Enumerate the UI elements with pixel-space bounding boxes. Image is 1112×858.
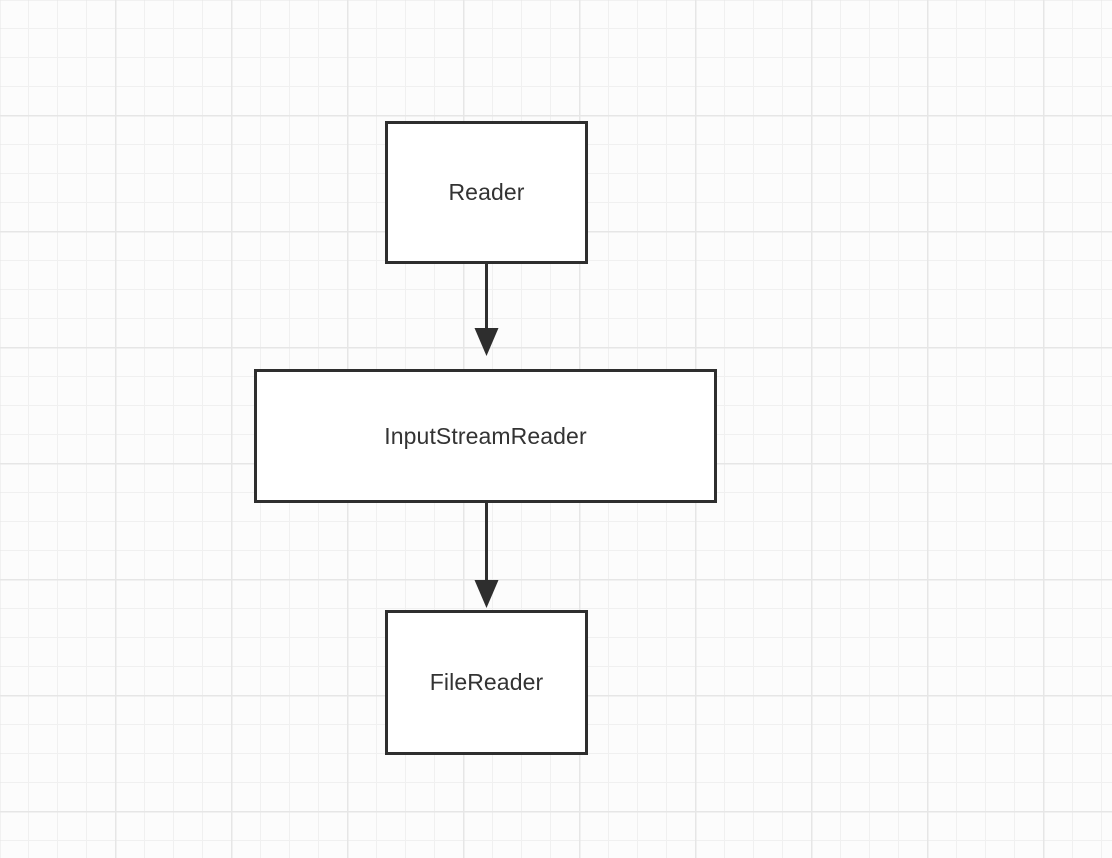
- edge-input-stream-reader-to-file-reader[interactable]: [474, 503, 499, 608]
- node-input-stream-reader-label: InputStreamReader: [384, 422, 587, 449]
- node-file-reader[interactable]: FileReader: [385, 610, 588, 755]
- arrowhead-icon: [474, 580, 499, 608]
- node-file-reader-label: FileReader: [429, 669, 544, 695]
- arrowhead-icon: [474, 328, 499, 356]
- node-reader-label: Reader: [448, 179, 525, 205]
- node-input-stream-reader[interactable]: InputStreamReader: [254, 369, 717, 503]
- node-reader[interactable]: Reader: [385, 121, 588, 264]
- edge-reader-to-input-stream-reader[interactable]: [474, 264, 499, 356]
